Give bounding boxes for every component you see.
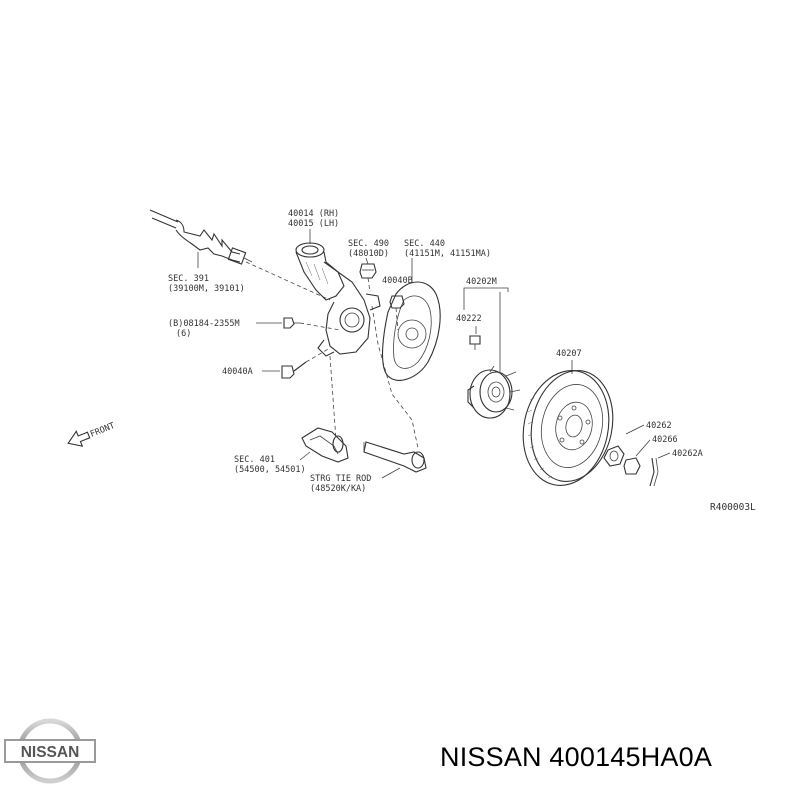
nissan-logo-text: NISSAN	[21, 744, 80, 761]
label-40266: 40266	[652, 435, 678, 445]
drawing-reference: R400003L	[710, 502, 756, 513]
label-40202m: 40202M	[466, 277, 497, 287]
label-40040a: 40040A	[222, 367, 253, 377]
washer-40266-part	[623, 457, 641, 475]
tie-rod-end-part	[363, 441, 427, 473]
label-knuckle-lh: 40015 (LH)	[288, 219, 339, 229]
label-sec-440-parts: (41151M, 41151MA)	[404, 249, 491, 259]
drive-shaft-part	[149, 209, 253, 268]
label-40040b: 40040B	[382, 276, 413, 286]
label-40222: 40222	[456, 314, 482, 324]
steering-knuckle-part	[295, 242, 381, 357]
label-bolt-08184-qty: (6)	[176, 329, 191, 339]
nut-40262-part	[603, 445, 625, 467]
nut-40040b-part	[389, 295, 405, 309]
label-40262: 40262	[646, 421, 672, 431]
label-sec-391: SEC. 391	[168, 274, 209, 284]
cotter-pin-40262a-part	[649, 457, 659, 487]
label-tie-rod: STRG TIE ROD	[310, 474, 371, 484]
label-40262a: 40262A	[672, 449, 703, 459]
label-40207: 40207	[556, 349, 582, 359]
label-knuckle-rh: 40014 (RH)	[288, 209, 339, 219]
part-number-caption: NISSAN 400145HA0A	[440, 742, 713, 772]
label-sec-391-parts: (39100M, 39101)	[168, 284, 245, 294]
label-sec-490: SEC. 490	[348, 239, 389, 249]
label-front: FRONT	[89, 421, 116, 440]
label-sec-440: SEC. 440	[404, 239, 445, 249]
lower-link-part	[301, 427, 349, 463]
backing-plate-part	[382, 281, 441, 381]
bolt-08184-part	[283, 317, 300, 329]
hub-bolt-40222-part	[469, 335, 481, 350]
nut-48010d-part	[359, 263, 377, 279]
wheel-hub-part	[467, 365, 521, 419]
brake-rotor-part	[522, 370, 614, 486]
front-direction-arrow: FRONT	[67, 421, 116, 447]
label-tie-rod-part: (48520K/KA)	[310, 484, 366, 494]
label-sec-401-parts: (54500, 54501)	[234, 465, 306, 475]
label-bolt-08184: (B)08184-2355M	[168, 319, 240, 329]
nissan-logo: NISSAN	[4, 718, 96, 784]
bolt-40040a-part	[281, 361, 307, 379]
label-sec-401: SEC. 401	[234, 455, 275, 465]
label-sec-490-part: (48010D)	[348, 249, 389, 259]
